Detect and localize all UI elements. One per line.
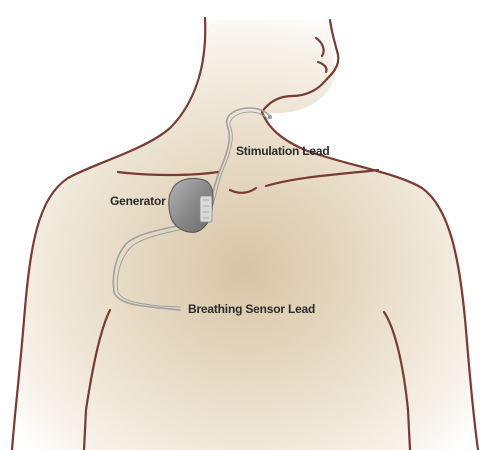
generator-device — [169, 178, 213, 232]
stimulation-lead-label: Stimulation Lead — [236, 144, 329, 158]
generator-label: Generator — [110, 194, 166, 208]
breathing-sensor-lead-label: Breathing Sensor Lead — [188, 302, 315, 316]
torso-fill — [10, 20, 480, 450]
